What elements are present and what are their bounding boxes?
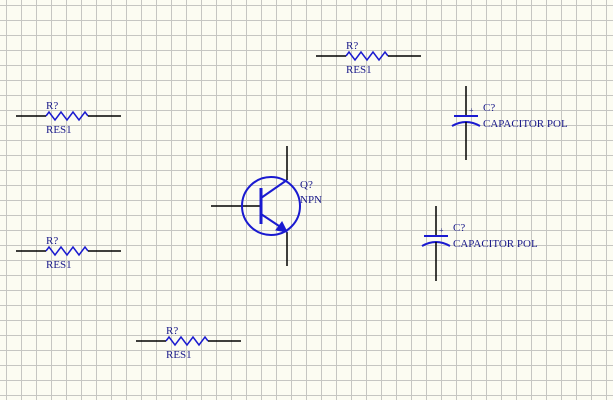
transistor-collector-lead (260, 179, 288, 199)
capacitor-1-comment[interactable]: CAPACITOR POL (483, 118, 568, 130)
resistor-1-comment[interactable]: RES1 (346, 64, 372, 76)
resistor-2-body (45, 110, 89, 122)
resistor-2-designator[interactable]: R? (46, 100, 58, 112)
resistor-1-body (345, 50, 389, 62)
capacitor-2-plus-mark: + (439, 226, 444, 235)
capacitor-2-designator[interactable]: C? (453, 222, 465, 234)
npn-transistor[interactable]: Q? NPN (211, 146, 322, 266)
resistor-1[interactable]: R? RES1 (316, 40, 421, 76)
transistor-emitter-arrow (275, 221, 288, 233)
capacitor-2-comment[interactable]: CAPACITOR POL (453, 238, 538, 250)
resistor-3-body (45, 245, 89, 257)
resistor-1-designator[interactable]: R? (346, 40, 358, 52)
resistor-4-comment[interactable]: RES1 (166, 349, 192, 361)
transistor-designator[interactable]: Q? (300, 179, 313, 191)
resistor-4[interactable]: R? RES1 (136, 325, 241, 361)
resistor-2[interactable]: R? RES1 (16, 100, 121, 136)
resistor-4-body (165, 335, 209, 347)
resistor-3[interactable]: R? RES1 (16, 235, 121, 271)
capacitor-2[interactable]: + C? CAPACITOR POL (421, 206, 538, 281)
resistor-3-comment[interactable]: RES1 (46, 259, 72, 271)
capacitor-1-designator[interactable]: C? (483, 102, 495, 114)
resistor-2-comment[interactable]: RES1 (46, 124, 72, 136)
transistor-body-circle (241, 176, 301, 236)
transistor-comment[interactable]: NPN (300, 194, 322, 206)
capacitor-1-plus-mark: + (469, 106, 474, 115)
transistor-emitter-lead (260, 213, 283, 229)
capacitor-1[interactable]: + C? CAPACITOR POL (451, 86, 568, 160)
resistor-4-designator[interactable]: R? (166, 325, 178, 337)
resistor-3-designator[interactable]: R? (46, 235, 58, 247)
